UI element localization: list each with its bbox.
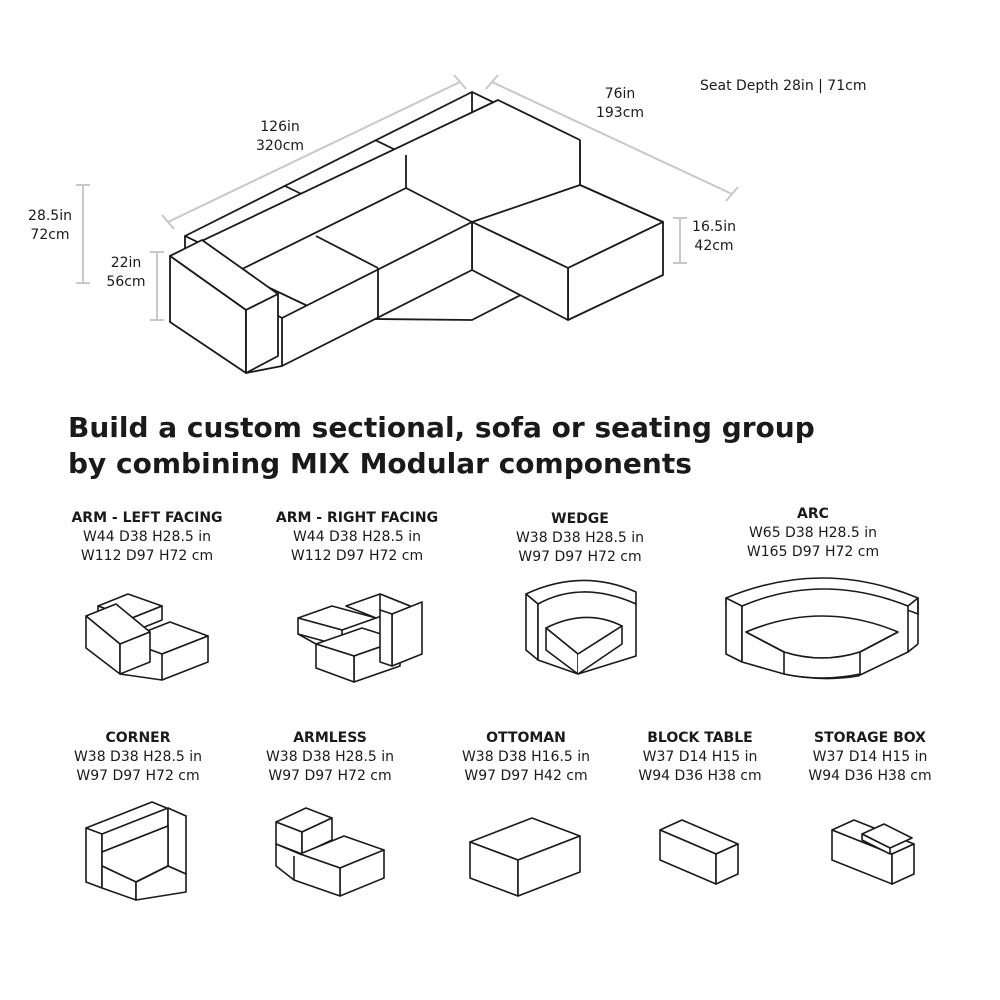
- component-spec-cm: W94 D36 H38 cm: [638, 768, 762, 784]
- storage-box-icon: [831, 819, 915, 885]
- component-ottoman: OTTOMAN W38 D38 H16.5 in W97 D97 H42 cm: [446, 729, 606, 786]
- component-name: ARM - RIGHT FACING: [275, 510, 439, 526]
- headline: Build a custom sectional, sofa or seatin…: [68, 410, 815, 482]
- component-spec-cm: W97 D97 H42 cm: [464, 768, 588, 784]
- component-spec-cm: W165 D97 H72 cm: [746, 544, 880, 560]
- component-arm-left-facing: ARM - LEFT FACING W44 D38 H28.5 in W112 …: [57, 509, 237, 566]
- component-spec-cm: W112 D97 H72 cm: [80, 548, 214, 564]
- component-name: CORNER: [105, 730, 171, 746]
- component-armless: ARMLESS W38 D38 H28.5 in W97 D97 H72 cm: [250, 729, 410, 786]
- component-storage-box: STORAGE BOX W37 D14 H15 in W94 D36 H38 c…: [790, 729, 950, 786]
- arm-left-facing-icon: [85, 593, 209, 681]
- sectional-outline: [169, 91, 664, 374]
- component-name: ARC: [797, 506, 829, 522]
- component-spec-cm: W97 D97 H72 cm: [268, 768, 392, 784]
- component-corner: CORNER W38 D38 H28.5 in W97 D97 H72 cm: [58, 729, 218, 786]
- component-spec-cm: W97 D97 H72 cm: [76, 768, 200, 784]
- component-wedge: WEDGE W38 D38 H28.5 in W97 D97 H72 cm: [495, 510, 665, 567]
- component-spec-in: W38 D38 H28.5 in: [515, 530, 645, 546]
- component-name: BLOCK TABLE: [647, 730, 753, 746]
- arm-right-facing-icon: [297, 593, 423, 683]
- armless-icon: [275, 807, 385, 897]
- wedge-icon: [525, 579, 637, 675]
- component-name: WEDGE: [551, 511, 609, 527]
- component-spec-in: W65 D38 H28.5 in: [748, 525, 878, 541]
- headline-line-1: Build a custom sectional, sofa or seatin…: [68, 411, 815, 444]
- dimension-lines: [76, 74, 739, 321]
- ottoman-icon: [469, 817, 581, 897]
- component-block-table: BLOCK TABLE W37 D14 H15 in W94 D36 H38 c…: [620, 729, 780, 786]
- corner-icon: [85, 801, 187, 901]
- component-spec-cm: W97 D97 H72 cm: [518, 549, 642, 565]
- component-spec-in: W44 D38 H28.5 in: [82, 529, 212, 545]
- component-spec-cm: W112 D97 H72 cm: [290, 548, 424, 564]
- block-table-icon: [659, 819, 739, 885]
- component-spec-in: W38 D38 H28.5 in: [265, 749, 395, 765]
- component-name: ARMLESS: [293, 730, 367, 746]
- headline-line-2: by combining MIX Modular components: [68, 447, 692, 480]
- component-arm-right-facing: ARM - RIGHT FACING W44 D38 H28.5 in W112…: [262, 509, 452, 566]
- sectional-overview-drawing: [76, 74, 739, 374]
- component-spec-in: W44 D38 H28.5 in: [292, 529, 422, 545]
- component-spec-in: W38 D38 H16.5 in: [461, 749, 591, 765]
- seat-depth-label: Seat Depth 28in | 71cm: [700, 78, 867, 94]
- component-spec-in: W37 D14 H15 in: [642, 749, 758, 765]
- arc-icon: [725, 577, 919, 680]
- component-name: ARM - LEFT FACING: [71, 510, 223, 526]
- component-name: STORAGE BOX: [814, 730, 926, 746]
- component-spec-cm: W94 D36 H38 cm: [808, 768, 932, 784]
- component-arc: ARC W65 D38 H28.5 in W165 D97 H72 cm: [728, 505, 898, 562]
- component-spec-in: W38 D38 H28.5 in: [73, 749, 203, 765]
- component-name: OTTOMAN: [486, 730, 566, 746]
- component-spec-in: W37 D14 H15 in: [812, 749, 928, 765]
